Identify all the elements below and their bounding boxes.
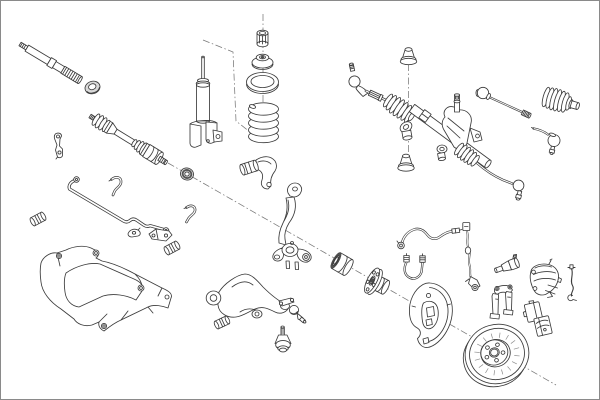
pad-wear-sensor: Pad wear sensor: [567, 264, 577, 302]
stabilizer-clamp-rear: Stabilizer clamp: [183, 204, 197, 224]
disc-vent-slots: [474, 332, 520, 376]
spring-seat-ring: Spring seat: [246, 72, 279, 94]
clamp-plate-b: Mounting plate: [148, 228, 173, 242]
threaded-rod: Threaded rod: [18, 41, 83, 84]
brake-hose-u: Brake hose: [403, 253, 426, 280]
axle-grommet: Rubber ring: [180, 167, 194, 181]
tie-rod-end: Tie rod end: [531, 127, 561, 155]
steering-bellows-boot: Steering bellows: [541, 86, 580, 113]
bump-stop: Bump stop cup: [256, 29, 269, 48]
caliper-carrier: Caliper carrier: [489, 284, 514, 320]
brake-pads: Brake pads: [522, 300, 553, 337]
ball-joint-lower: Ball joint: [274, 325, 292, 353]
brake-disc: Brake disc: [462, 323, 530, 388]
brake-caliper: Brake caliper: [529, 258, 562, 298]
abs-sensor-cable: ABS sensor cable: [462, 222, 481, 292]
abs-sensor: ABS sensor: [494, 253, 520, 274]
drive-shaft: Drive shaft: [88, 113, 168, 166]
rack-mount-upper: Rubber mount: [399, 47, 418, 66]
steering-knuckle: Steering knuckle: [272, 182, 312, 270]
shock-absorber: Shock absorber: [189, 55, 223, 148]
stabilizer-clamp-front: Stabilizer clamp: [108, 176, 123, 197]
wheel-hub: Wheel hub: [364, 267, 391, 295]
bearing-bracket: Bearing bracket: [239, 156, 277, 190]
coil-spring: Coil spring: [248, 102, 279, 144]
stabilizer-bushing-right: Stabilizer bushing: [163, 240, 181, 256]
splash-shield: Brake splash shield: [409, 282, 453, 348]
clamp-plate-a: Clamp plate: [127, 227, 141, 238]
hose-bracket: Bracket: [53, 132, 63, 160]
rubber-grommet-small: Rubber grommet: [84, 80, 101, 95]
strut-support-bearing: Strut support bearing: [251, 53, 274, 70]
ball-joint-outer: Ball joint: [278, 297, 307, 324]
subframe: Axle subframe: [39, 245, 172, 332]
wheel-bearing: Wheel bearing: [330, 252, 354, 276]
brake-hose: Brake hose: [396, 227, 463, 250]
stabilizer-bar: Stabilizer bar: [67, 176, 170, 234]
inner-tie-rod: Inner tie rod: [475, 86, 532, 119]
control-arm: Control arm: [205, 273, 290, 319]
steering-rack: Steering rack and pinion: [348, 62, 525, 201]
stabilizer-bushing-left: Stabilizer bushing: [29, 211, 47, 227]
control-arm-bushing: Control arm bushing: [213, 315, 231, 330]
rack-mount-lower: Rubber mount: [397, 153, 415, 172]
